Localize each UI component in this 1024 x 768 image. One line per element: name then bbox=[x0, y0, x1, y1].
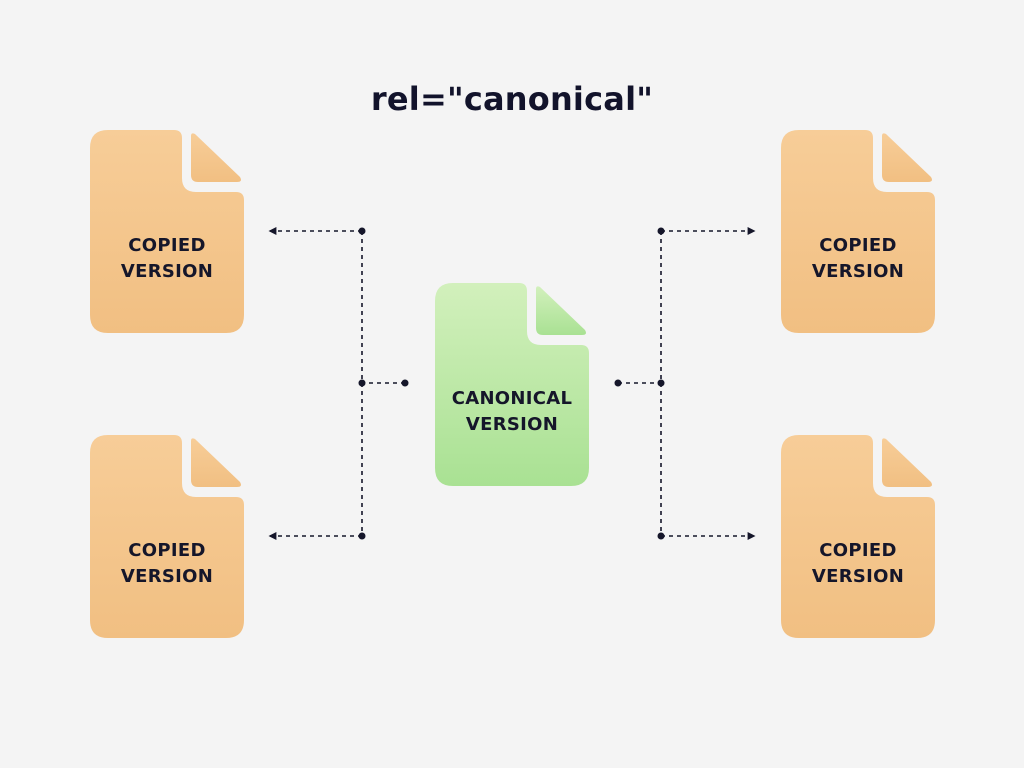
connector-dot bbox=[358, 532, 366, 540]
connector-dot bbox=[657, 227, 665, 235]
copied-version-doc-bottom-right: COPIED VERSION bbox=[781, 435, 935, 638]
doc-label: COPIED VERSION bbox=[781, 233, 935, 285]
doc-label-line: VERSION bbox=[120, 566, 214, 587]
doc-label-line: VERSION bbox=[120, 261, 214, 282]
doc-label: COPIED VERSION bbox=[781, 538, 935, 590]
doc-label-line: COPIED bbox=[128, 235, 206, 256]
doc-label-line: COPIED bbox=[819, 235, 897, 256]
connector-dot bbox=[657, 379, 665, 387]
document-icon bbox=[781, 435, 935, 638]
doc-label-line: VERSION bbox=[811, 566, 905, 587]
connector-dot bbox=[358, 227, 366, 235]
document-icon bbox=[90, 435, 244, 638]
connector-dot bbox=[657, 532, 665, 540]
canonical-version-doc: CANONICAL VERSION bbox=[435, 283, 589, 486]
connector-dot bbox=[614, 379, 622, 387]
doc-label: COPIED VERSION bbox=[90, 538, 244, 590]
doc-label: CANONICAL VERSION bbox=[435, 386, 589, 438]
document-icon bbox=[90, 130, 244, 333]
copied-version-doc-bottom-left: COPIED VERSION bbox=[90, 435, 244, 638]
connector-dot bbox=[401, 379, 409, 387]
doc-label-line: COPIED bbox=[819, 540, 897, 561]
doc-label: COPIED VERSION bbox=[90, 233, 244, 285]
document-icon bbox=[435, 283, 589, 486]
diagram-title: rel="canonical" bbox=[370, 80, 654, 118]
doc-label-line: COPIED bbox=[128, 540, 206, 561]
doc-label-line: CANONICAL bbox=[451, 388, 573, 409]
doc-label-line: VERSION bbox=[465, 414, 559, 435]
document-icon bbox=[781, 130, 935, 333]
copied-version-doc-top-left: COPIED VERSION bbox=[90, 130, 244, 333]
connector-dot bbox=[358, 379, 366, 387]
copied-version-doc-top-right: COPIED VERSION bbox=[781, 130, 935, 333]
doc-label-line: VERSION bbox=[811, 261, 905, 282]
